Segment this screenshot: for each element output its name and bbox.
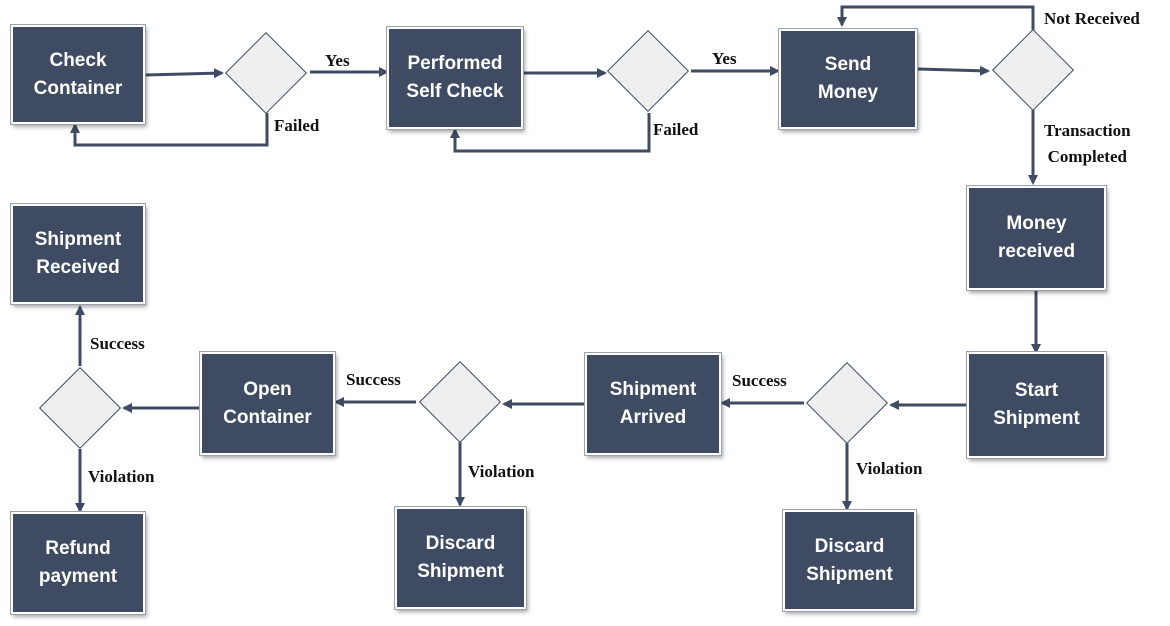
node-send-money-label: Send Money [817, 54, 879, 103]
arrow-check-to-decision1 [144, 68, 224, 79]
node-shipment-arrived-label: Shipment Arrived [609, 379, 697, 428]
node-discard-shipment-2: Discard Shipment [782, 509, 917, 612]
edge-label-yes-2: Yes [712, 49, 737, 68]
node-start-shipment-label: Start Shipment [993, 380, 1080, 429]
node-discard-shipment-1: Discard Shipment [394, 506, 527, 610]
node-refund-payment: Refund payment [10, 511, 146, 615]
arrow-decision1-failed [70, 113, 269, 147]
node-check-container: Check Container [10, 24, 146, 125]
edge-label-success-3: Success [90, 334, 145, 353]
node-open-container: Open Container [199, 351, 336, 456]
edge-label-failed-1: Failed [274, 116, 320, 135]
node-start-shipment: Start Shipment [966, 351, 1107, 459]
edge-label-not-received: Not Received [1044, 9, 1140, 28]
node-discard-shipment-2-label: Discard Shipment [806, 535, 893, 585]
edge-label-violation-2: Violation [468, 462, 535, 481]
edge-label-failed-2: Failed [653, 120, 699, 139]
edge-label-transaction-completed: Transaction Completed [1044, 121, 1131, 166]
edge-label-success-1: Success [732, 371, 787, 390]
node-discard-shipment-1-label: Discard Shipment [417, 533, 504, 582]
node-money-received-label: Money received [997, 213, 1076, 262]
node-send-money: Send Money [778, 28, 918, 130]
node-performed-self-check-label: Performed Self Check [406, 53, 504, 102]
edge-label-yes-1: Yes [325, 51, 350, 70]
node-performed-self-check: Performed Self Check [386, 26, 524, 130]
node-shipment-received: Shipment Received [10, 203, 146, 305]
node-shipment-arrived: Shipment Arrived [584, 352, 722, 456]
edge-label-violation-1: Violation [856, 459, 923, 478]
node-refund-payment-label: Refund payment [38, 538, 118, 587]
node-check-container-label: Check Container [33, 49, 123, 99]
arrow-send-to-decision3 [917, 65, 990, 76]
edge-label-success-2: Success [346, 370, 401, 389]
node-money-received: Money received [966, 185, 1107, 291]
node-shipment-received-label: Shipment Received [34, 229, 122, 278]
arrow-decision2-failed [450, 113, 651, 153]
node-open-container-label: Open Container [223, 378, 312, 428]
arrow-decision3-not-received [837, 5, 1035, 33]
edge-label-violation-3: Violation [88, 467, 155, 486]
